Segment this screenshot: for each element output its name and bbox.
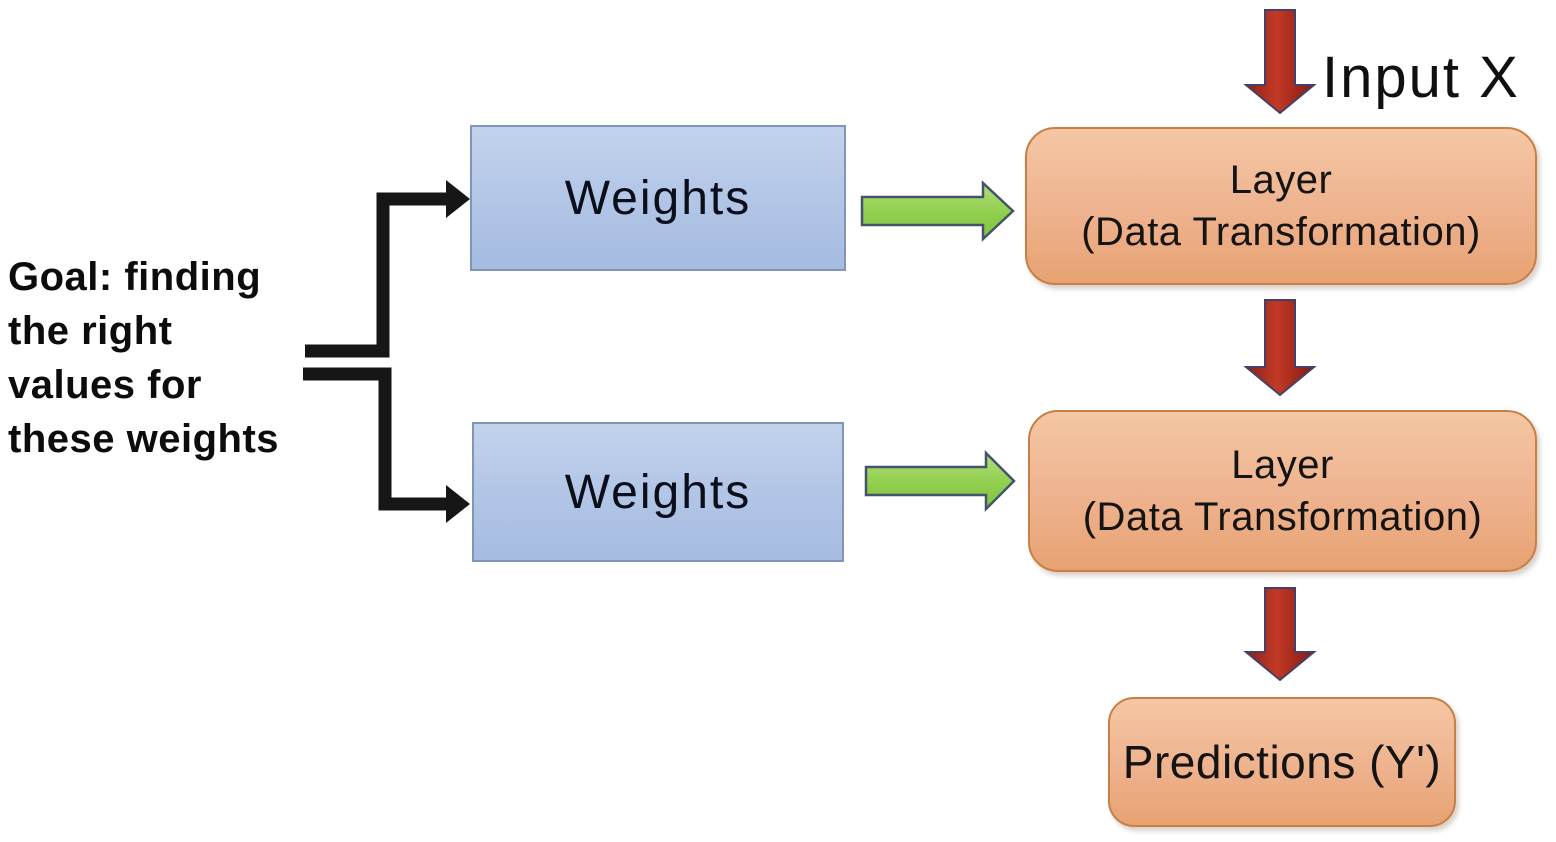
black-arrowhead-bottom (446, 485, 470, 523)
predictions-box: Predictions (Y') (1108, 697, 1456, 827)
predictions-box-label: Predictions (Y') (1122, 736, 1442, 788)
goal-note-line: values for (8, 363, 202, 407)
green-arrow-bottom (864, 449, 1016, 513)
red-arrow-input (1243, 9, 1317, 115)
goal-note-line: the right (8, 309, 173, 353)
weights-box-2: Weights (472, 422, 844, 562)
green-arrow-top (860, 180, 1015, 242)
layer-box-1-subtitle: (Data Transformation) (1081, 210, 1481, 254)
weights-box-2-label: Weights (564, 465, 752, 519)
layer-box-1: Layer (Data Transformation) (1025, 127, 1537, 285)
red-arrow-output (1243, 587, 1317, 682)
red-arrow-middle (1243, 299, 1317, 397)
weights-box-1-label: Weights (564, 171, 752, 225)
goal-note-line: these weights (8, 417, 280, 461)
weights-box-1: Weights (470, 125, 846, 271)
layer-box-2-subtitle: (Data Transformation) (1082, 495, 1483, 539)
layer-box-2-title: Layer (1231, 443, 1334, 487)
black-fork-arrow-bottom (303, 367, 446, 511)
goal-note: Goal: finding the right values for these… (8, 250, 279, 466)
black-fork-arrow-top (305, 192, 446, 358)
black-arrowhead-top (446, 180, 470, 218)
layer-box-2: Layer (Data Transformation) (1028, 410, 1537, 572)
layer-box-1-title: Layer (1229, 158, 1333, 202)
goal-note-line: Goal: finding (8, 255, 262, 299)
input-x-label: Input X (1322, 45, 1520, 110)
